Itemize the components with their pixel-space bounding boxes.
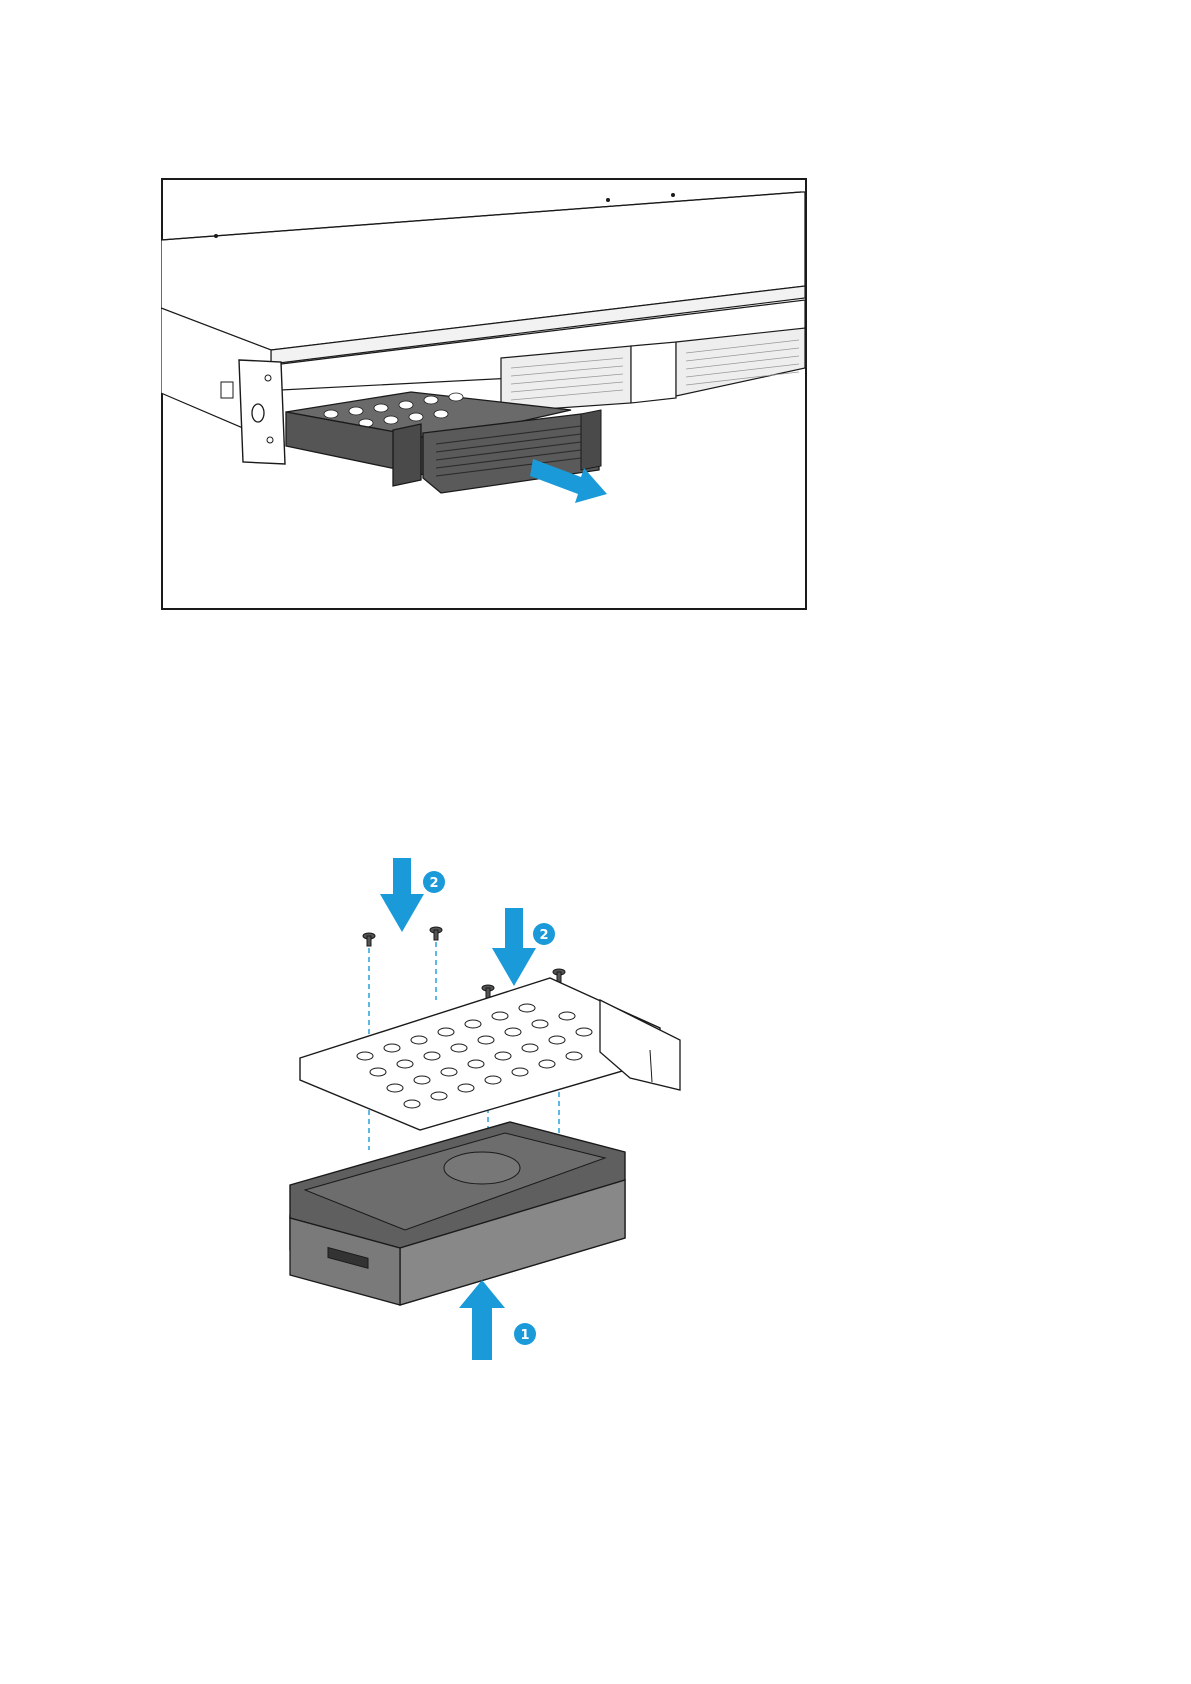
up-arrow [459,1280,505,1360]
install-drive-illustration: 2 2 [270,850,710,1360]
drive-spindle [444,1152,520,1184]
figure-remove-tray [161,178,807,610]
callout-label: 2 [539,928,548,943]
tray-latch [393,424,421,486]
tray-front-bezel [600,1000,680,1090]
figure-install-drive: 2 2 [270,850,710,1360]
rack-ear-hole [252,404,264,422]
down-arrow-left [380,858,424,932]
callout-badge-bottom: 1 [514,1323,536,1345]
callout-badge-right: 2 [533,923,555,945]
remove-tray-illustration [161,178,807,610]
thumb-screw [221,382,233,398]
down-arrow-right [492,908,536,986]
callout-label: 1 [520,1328,529,1343]
callout-badge-left: 2 [423,871,445,893]
callout-label: 2 [429,876,438,891]
